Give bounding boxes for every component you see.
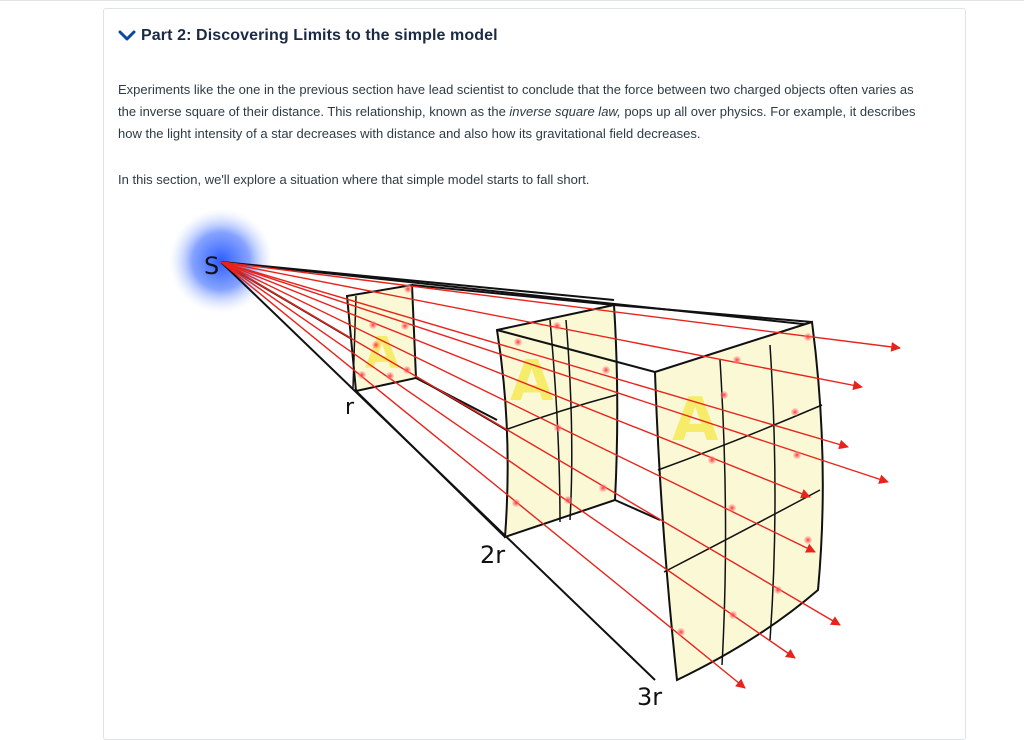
intro-paragraph: Experiments like the one in the previous…: [118, 79, 933, 145]
section-title: Part 2: Discovering Limits to the simple…: [141, 27, 498, 44]
section-paragraph: In this section, we'll explore a situati…: [118, 172, 590, 187]
inverse-square-figure: S A A A: [169, 209, 901, 711]
inner-edges: [355, 284, 813, 538]
chevron-down-icon[interactable]: [118, 27, 136, 45]
radiation-rays: [220, 261, 901, 689]
inverse-square-law-term: inverse square law,: [509, 104, 621, 119]
panel-3r: A: [653, 320, 824, 682]
section-header[interactable]: Part 2: Discovering Limits to the simple…: [118, 27, 498, 45]
intro-text-start: Experiments like the one in the previous…: [118, 82, 914, 119]
area-label-r: A: [365, 328, 399, 379]
ray-intersections: [358, 285, 812, 636]
source-label: S: [204, 252, 219, 280]
intro-text-end: pops up all over physics. For example, i…: [118, 104, 916, 141]
top-divider: [0, 0, 1024, 1]
distance-label-r: r: [345, 395, 355, 420]
distance-label-2r: 2r: [480, 541, 505, 569]
distance-label-3r: 3r: [637, 683, 662, 711]
panel-r: A: [345, 283, 418, 393]
